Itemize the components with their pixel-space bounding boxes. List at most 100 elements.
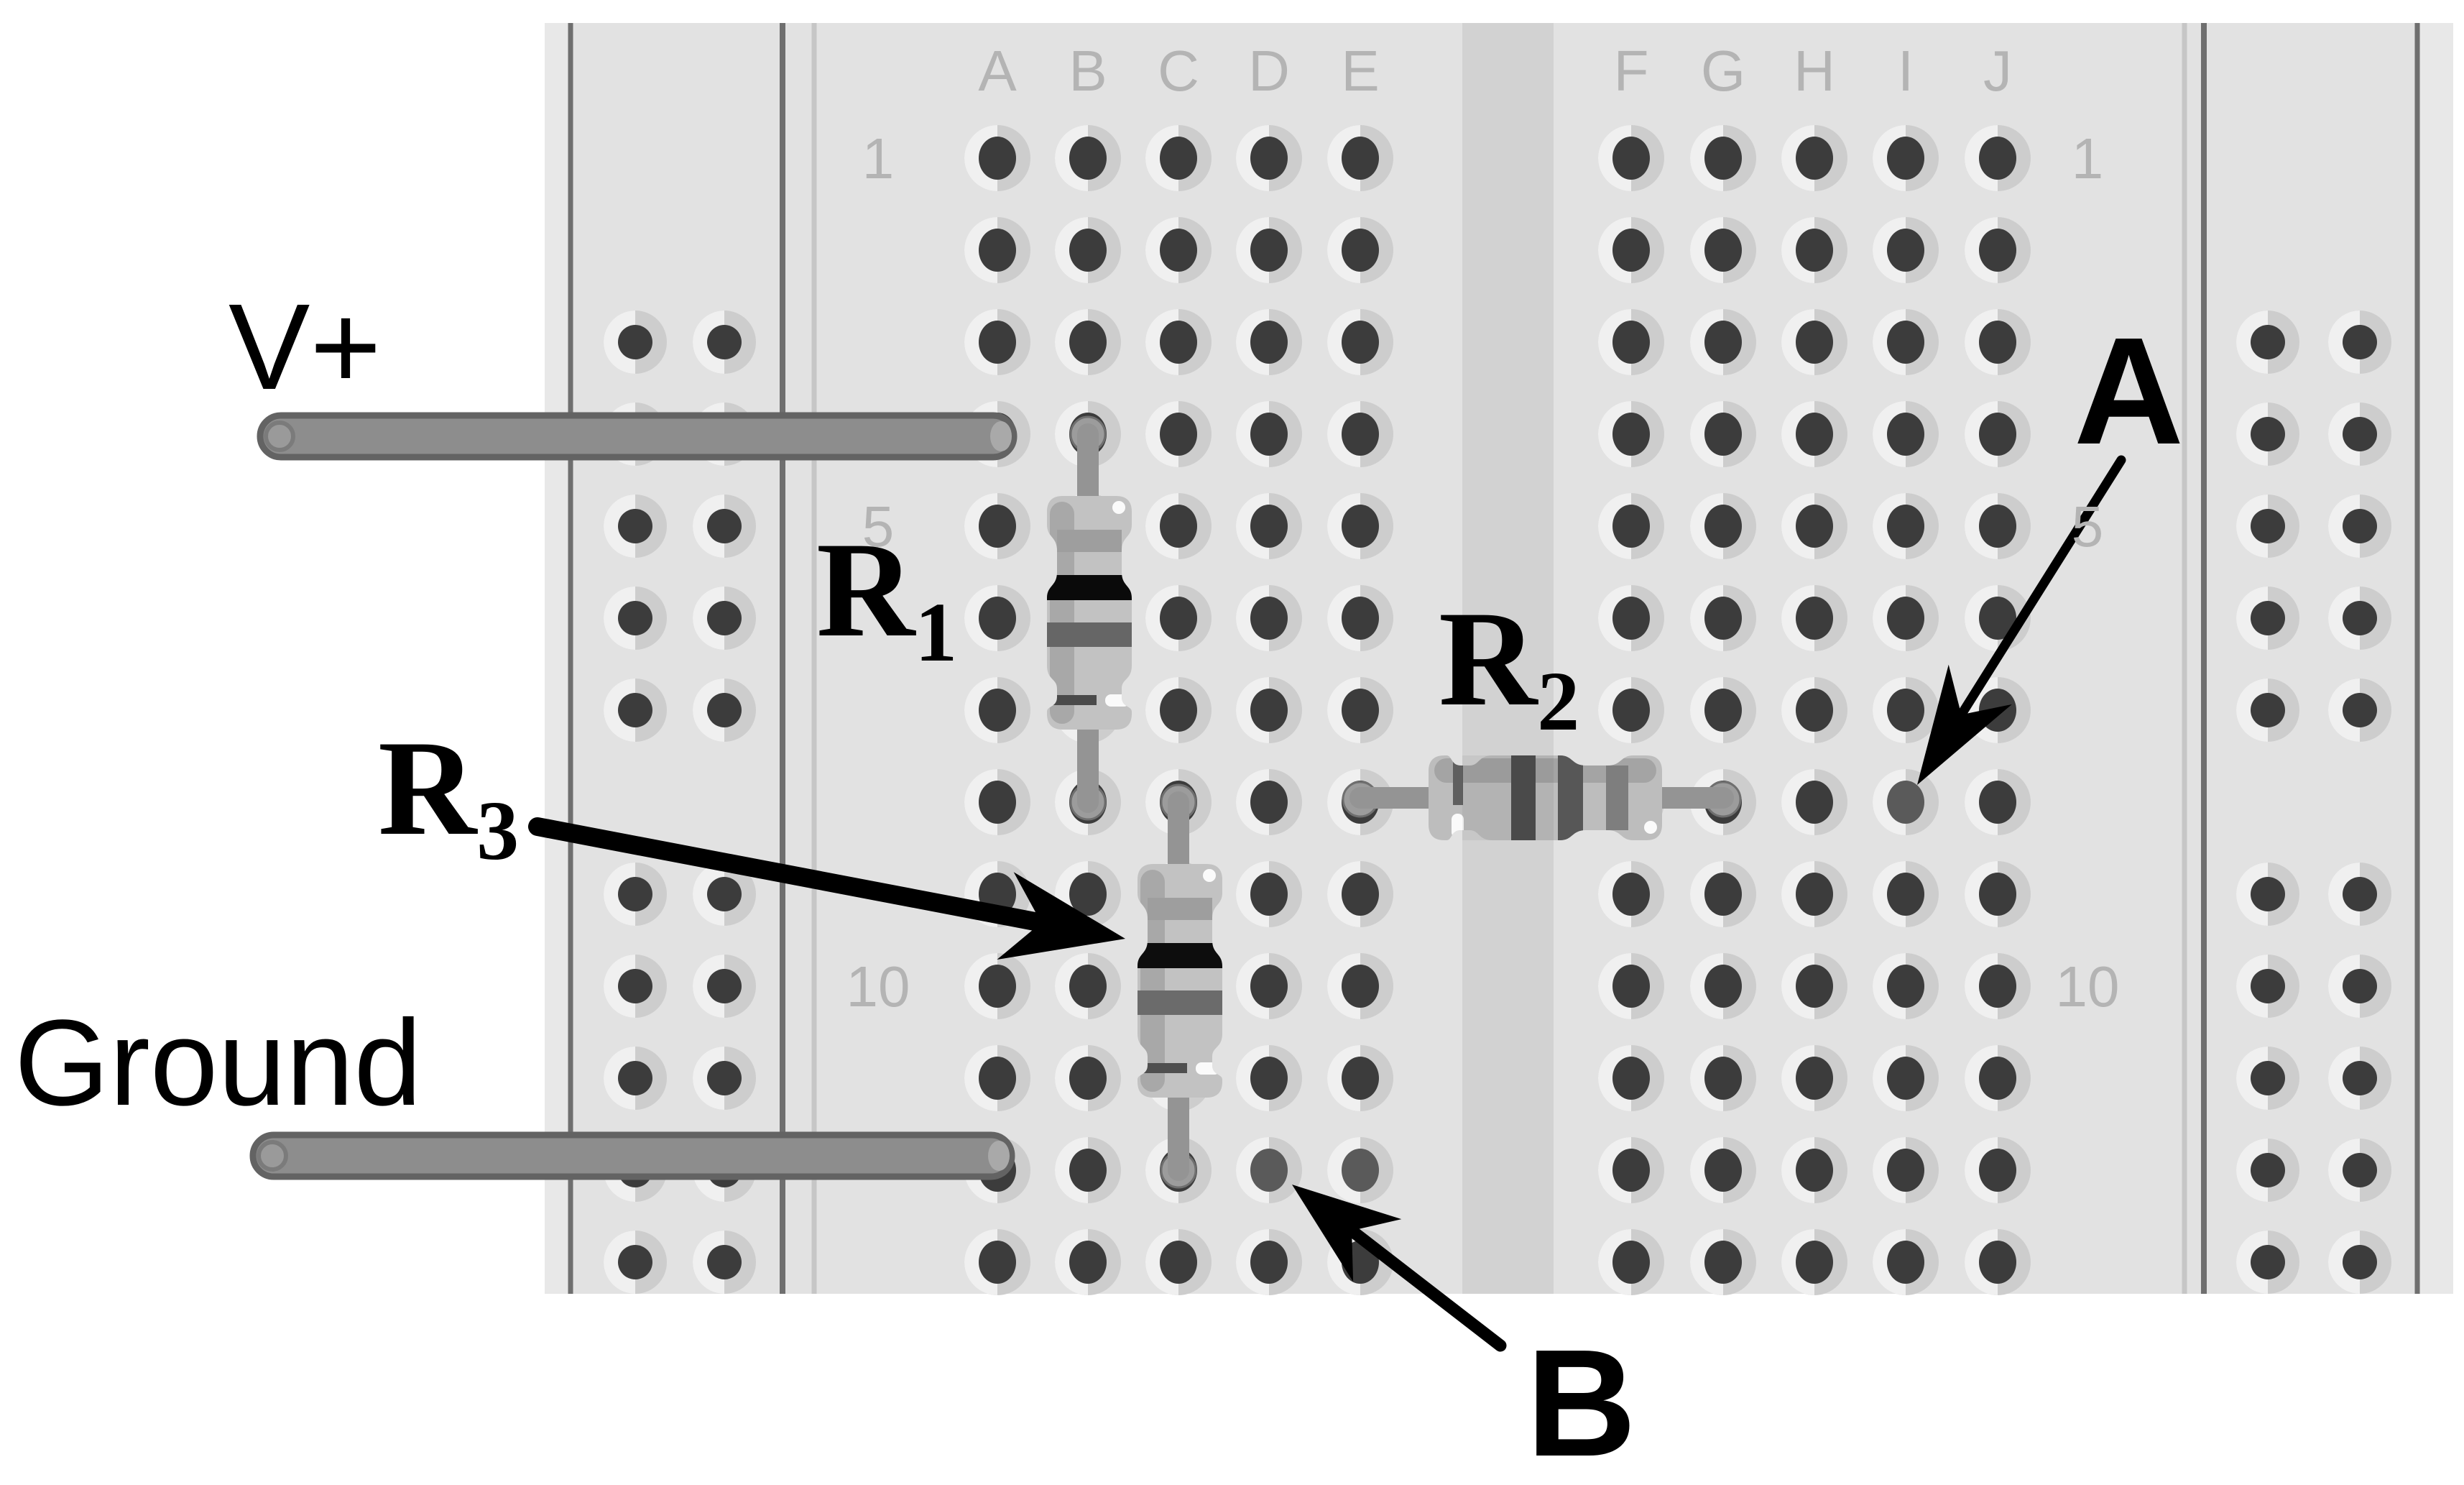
hole-F1 (1598, 125, 1664, 191)
resistor-R2 (1342, 755, 1742, 840)
rail-hole-L1-6 (693, 587, 756, 650)
rail-hole-L0-6 (604, 587, 667, 650)
hole-F3 (1598, 309, 1664, 375)
rail-hole-R0-5 (2236, 495, 2299, 558)
hole-A11 (964, 1045, 1030, 1111)
rail-hole-R1-11 (2328, 1047, 2391, 1110)
hole-I7 (1873, 677, 1939, 743)
hole-E7 (1327, 677, 1393, 743)
divider-line-3 (2182, 23, 2187, 1294)
hole-H5 (1781, 493, 1847, 559)
rail-hole-R1-10 (2328, 955, 2391, 1018)
divider-line-4 (2201, 23, 2207, 1294)
resistor-r1-label: R1 (816, 522, 957, 675)
r3-subscript: 3 (476, 784, 520, 878)
rail-hole-R1-4 (2328, 403, 2391, 466)
hole-H9 (1781, 861, 1847, 927)
divider-line-2 (811, 23, 817, 1294)
hole-I1 (1873, 125, 1939, 191)
rail-hole-L0-7 (604, 679, 667, 742)
hole-D13 (1236, 1229, 1302, 1295)
column-label-J: J (1983, 39, 2012, 103)
hole-H8 (1781, 769, 1847, 835)
divider-line-0 (568, 23, 573, 1294)
hole-A2 (964, 217, 1030, 283)
rail-hole-L0-3 (604, 311, 667, 374)
hole-J5 (1965, 493, 2031, 559)
rail-hole-R0-10 (2236, 955, 2299, 1018)
hole-F5 (1598, 493, 1664, 559)
hole-D4 (1236, 401, 1302, 467)
rail-hole-R0-13 (2236, 1231, 2299, 1294)
hole-C2 (1145, 217, 1212, 283)
hole-A5 (964, 493, 1030, 559)
rail-hole-L1-9 (693, 863, 756, 926)
hole-J1 (1965, 125, 2031, 191)
hole-C3 (1145, 309, 1212, 375)
hole-H4 (1781, 401, 1847, 467)
hole-F4 (1598, 401, 1664, 467)
hole-C13 (1145, 1229, 1212, 1295)
hole-I6 (1873, 585, 1939, 651)
board-right-edge-strip (2420, 23, 2453, 1294)
hole-C4 (1145, 401, 1212, 467)
r1-symbol: R (816, 515, 915, 666)
rail-hole-L0-11 (604, 1047, 667, 1110)
hole-I10 (1873, 953, 1939, 1019)
hole-A6 (964, 585, 1030, 651)
hole-D9 (1236, 861, 1302, 927)
row-label-right-10: 10 (2056, 955, 2120, 1019)
rail-hole-R1-3 (2328, 311, 2391, 374)
hole-G10 (1690, 953, 1756, 1019)
rail-hole-R1-6 (2328, 587, 2391, 650)
hole-B12 (1055, 1137, 1121, 1203)
hole-D8 (1236, 769, 1302, 835)
hole-I9 (1873, 861, 1939, 927)
hole-G6 (1690, 585, 1756, 651)
hole-F10 (1598, 953, 1664, 1019)
board-left-edge-strip (545, 23, 571, 1294)
v-plus-label: V+ (229, 279, 382, 415)
rail-hole-L0-10 (604, 955, 667, 1018)
hole-D11 (1236, 1045, 1302, 1111)
hole-J4 (1965, 401, 2031, 467)
rail-hole-R0-7 (2236, 679, 2299, 742)
hole-E9 (1327, 861, 1393, 927)
rail-hole-R1-12 (2328, 1139, 2391, 1202)
rail-hole-L1-7 (693, 679, 756, 742)
arrow-from-r3 (528, 817, 1125, 960)
hole-F6 (1598, 585, 1664, 651)
hole-G9 (1690, 861, 1756, 927)
hole-E12 (1327, 1137, 1393, 1203)
hole-J12 (1965, 1137, 2031, 1203)
hole-I2 (1873, 217, 1939, 283)
row-label-left-10: 10 (846, 955, 910, 1019)
hole-G13 (1690, 1229, 1756, 1295)
hole-B2 (1055, 217, 1121, 283)
hole-H10 (1781, 953, 1847, 1019)
rail-hole-R0-12 (2236, 1139, 2299, 1202)
row-label-left-1: 1 (862, 127, 895, 190)
hole-C5 (1145, 493, 1212, 559)
hole-F7 (1598, 677, 1664, 743)
row-label-right-1: 1 (2072, 127, 2104, 190)
hole-A7 (964, 677, 1030, 743)
hole-J2 (1965, 217, 2031, 283)
hole-I13 (1873, 1229, 1939, 1295)
divider-line-5 (2414, 23, 2420, 1294)
row-label-right-5: 5 (2072, 495, 2104, 558)
hole-F11 (1598, 1045, 1664, 1111)
hole-G11 (1690, 1045, 1756, 1111)
rail-hole-R0-11 (2236, 1047, 2299, 1110)
hole-D6 (1236, 585, 1302, 651)
hole-J10 (1965, 953, 2031, 1019)
rail-hole-L1-11 (693, 1047, 756, 1110)
hole-D3 (1236, 309, 1302, 375)
hole-B10 (1055, 953, 1121, 1019)
hole-F13 (1598, 1229, 1664, 1295)
rail-hole-L0-13 (604, 1231, 667, 1294)
hole-G7 (1690, 677, 1756, 743)
column-label-D: D (1248, 39, 1290, 103)
hole-H7 (1781, 677, 1847, 743)
